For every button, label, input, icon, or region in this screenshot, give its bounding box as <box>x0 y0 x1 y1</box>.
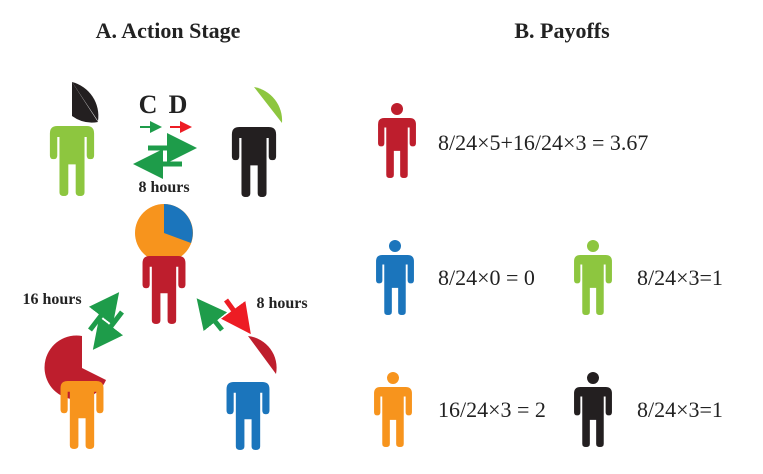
green-person-icon <box>49 126 95 196</box>
green-player-pie-icon <box>72 82 99 121</box>
blue-player-group <box>226 336 277 450</box>
black-pie-slice-icon <box>72 82 98 123</box>
right-hours-label: 8 hours <box>256 295 307 312</box>
orange-player-group <box>44 335 106 449</box>
blue-person-icon <box>226 382 270 450</box>
green-payoff-person-icon <box>574 255 612 315</box>
payoff-orange-row: 16/24×3 = 2 <box>374 372 546 447</box>
green-player-group <box>49 82 99 196</box>
left-arrow-up-icon <box>88 292 120 332</box>
payoff-black-row: 8/24×3=1 <box>574 372 723 447</box>
payoff-green-formula: 8/24×3=1 <box>637 265 723 290</box>
defect-label: D <box>169 90 188 119</box>
blue-person-head-icon <box>389 240 401 252</box>
payoff-black-formula: 8/24×3=1 <box>637 397 723 422</box>
payoff-blue-row: 8/24×0 = 0 <box>376 240 535 315</box>
black-player-group <box>231 87 283 197</box>
left-arrow-down-icon <box>92 310 124 350</box>
payoff-green-row: 8/24×3=1 <box>574 240 723 315</box>
black-payoff-person-icon <box>574 387 612 447</box>
payoff-red-row: 8/24×5+16/24×3 = 3.67 <box>378 103 648 178</box>
green-player-pie-slice-icon <box>254 87 283 123</box>
action-stage-title: A. Action Stage <box>96 18 241 43</box>
cooperate-label: C <box>139 90 158 119</box>
red-person-head-icon <box>391 103 403 115</box>
black-person-head-icon <box>587 372 599 384</box>
blue-payoff-person-icon <box>376 255 414 315</box>
payoff-orange-formula: 16/24×3 = 2 <box>438 397 546 422</box>
orange-person-head-icon <box>387 372 399 384</box>
payoff-blue-formula: 8/24×0 = 0 <box>438 265 535 290</box>
green-person-head-icon <box>587 240 599 252</box>
orange-payoff-person-icon <box>374 387 412 447</box>
black-person-icon <box>231 127 277 197</box>
right-arrow-up-icon <box>196 298 228 332</box>
red-person-icon <box>142 256 186 324</box>
red-pie-slice-on-blue-icon <box>248 336 277 374</box>
payoff-red-formula: 8/24×5+16/24×3 = 3.67 <box>438 130 648 155</box>
orange-person-icon <box>60 381 104 449</box>
red-payoff-person-icon <box>378 118 416 178</box>
left-hours-label: 16 hours <box>22 291 81 308</box>
right-arrow-down-icon <box>221 298 251 335</box>
payoffs-title: B. Payoffs <box>514 18 610 43</box>
red-player-group <box>135 204 193 324</box>
top-hours-label: 8 hours <box>138 179 189 196</box>
blue-pie-slice-icon <box>164 204 193 243</box>
